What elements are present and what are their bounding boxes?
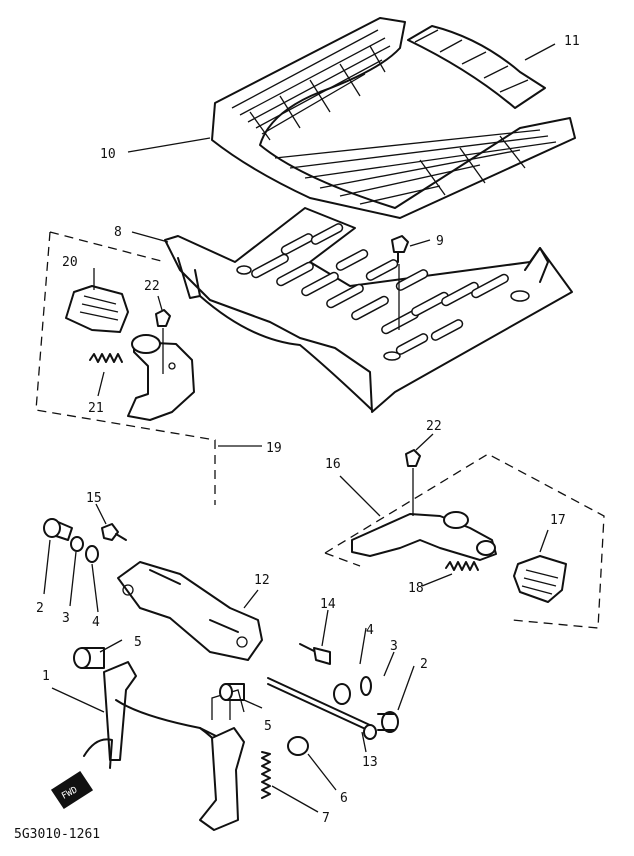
callout-5: 5 xyxy=(264,719,272,734)
callout-5: 5 xyxy=(134,635,142,650)
callout-6: 6 xyxy=(340,791,348,806)
pin-right xyxy=(377,711,399,733)
callout-4: 4 xyxy=(92,615,100,630)
callout-4: 4 xyxy=(366,623,374,638)
group-16-boundary xyxy=(324,453,605,629)
footrest-bracket-right xyxy=(351,511,497,561)
callout-22: 22 xyxy=(144,279,160,294)
collar-upper xyxy=(73,647,105,669)
callout-13: 13 xyxy=(362,755,378,770)
stand-spring xyxy=(261,751,271,799)
callout-2: 2 xyxy=(36,601,44,616)
washer-right xyxy=(360,676,372,696)
callout-labels: 1 2 2 3 3 4 4 5 5 6 7 8 9 10 11 12 13 14… xyxy=(36,34,580,826)
callout-12: 12 xyxy=(254,573,270,588)
ring-left xyxy=(85,545,99,563)
group-19-boundary xyxy=(35,231,216,505)
callout-9: 9 xyxy=(436,234,444,249)
pedal-rubber-right xyxy=(513,555,567,603)
callout-15: 15 xyxy=(86,491,102,506)
floor-mat xyxy=(211,17,576,219)
bolt-15 xyxy=(101,523,127,541)
spring-left xyxy=(89,353,123,363)
fwd-badge: FWD xyxy=(50,770,94,810)
pedal-rubber-left xyxy=(65,285,129,333)
callout-16: 16 xyxy=(325,457,341,472)
washer-left xyxy=(70,536,84,552)
callout-22: 22 xyxy=(426,419,442,434)
bolt-left xyxy=(155,309,171,374)
callout-1: 1 xyxy=(42,669,50,684)
bolt-14 xyxy=(299,643,331,665)
callout-17: 17 xyxy=(550,513,566,528)
callout-10: 10 xyxy=(100,147,116,162)
bolt-part-9 xyxy=(391,235,409,330)
mat-strip xyxy=(407,25,546,109)
callout-3: 3 xyxy=(62,611,70,626)
main-stand xyxy=(83,661,245,831)
pin-left xyxy=(43,518,73,541)
bolt-right xyxy=(405,449,421,516)
callout-8: 8 xyxy=(114,225,122,240)
leader-lines xyxy=(43,43,556,813)
callout-20: 20 xyxy=(62,255,78,270)
diagram-code: 5G3010-1261 xyxy=(14,827,100,842)
callout-18: 18 xyxy=(408,581,424,596)
callout-21: 21 xyxy=(88,401,104,416)
callout-2: 2 xyxy=(420,657,428,672)
footrest-bracket-left xyxy=(127,334,195,421)
footrest-board xyxy=(164,207,573,413)
nut-13 xyxy=(363,724,377,740)
callout-3: 3 xyxy=(390,639,398,654)
stand-bracket xyxy=(117,561,263,661)
callout-14: 14 xyxy=(320,597,336,612)
callout-11: 11 xyxy=(564,34,580,49)
callout-19: 19 xyxy=(266,441,282,456)
ring-right xyxy=(333,683,351,705)
boss-6 xyxy=(287,736,309,756)
pivot-shaft xyxy=(267,677,373,733)
collar-lower xyxy=(219,683,245,701)
spring-right xyxy=(445,561,479,571)
callout-7: 7 xyxy=(322,811,330,826)
